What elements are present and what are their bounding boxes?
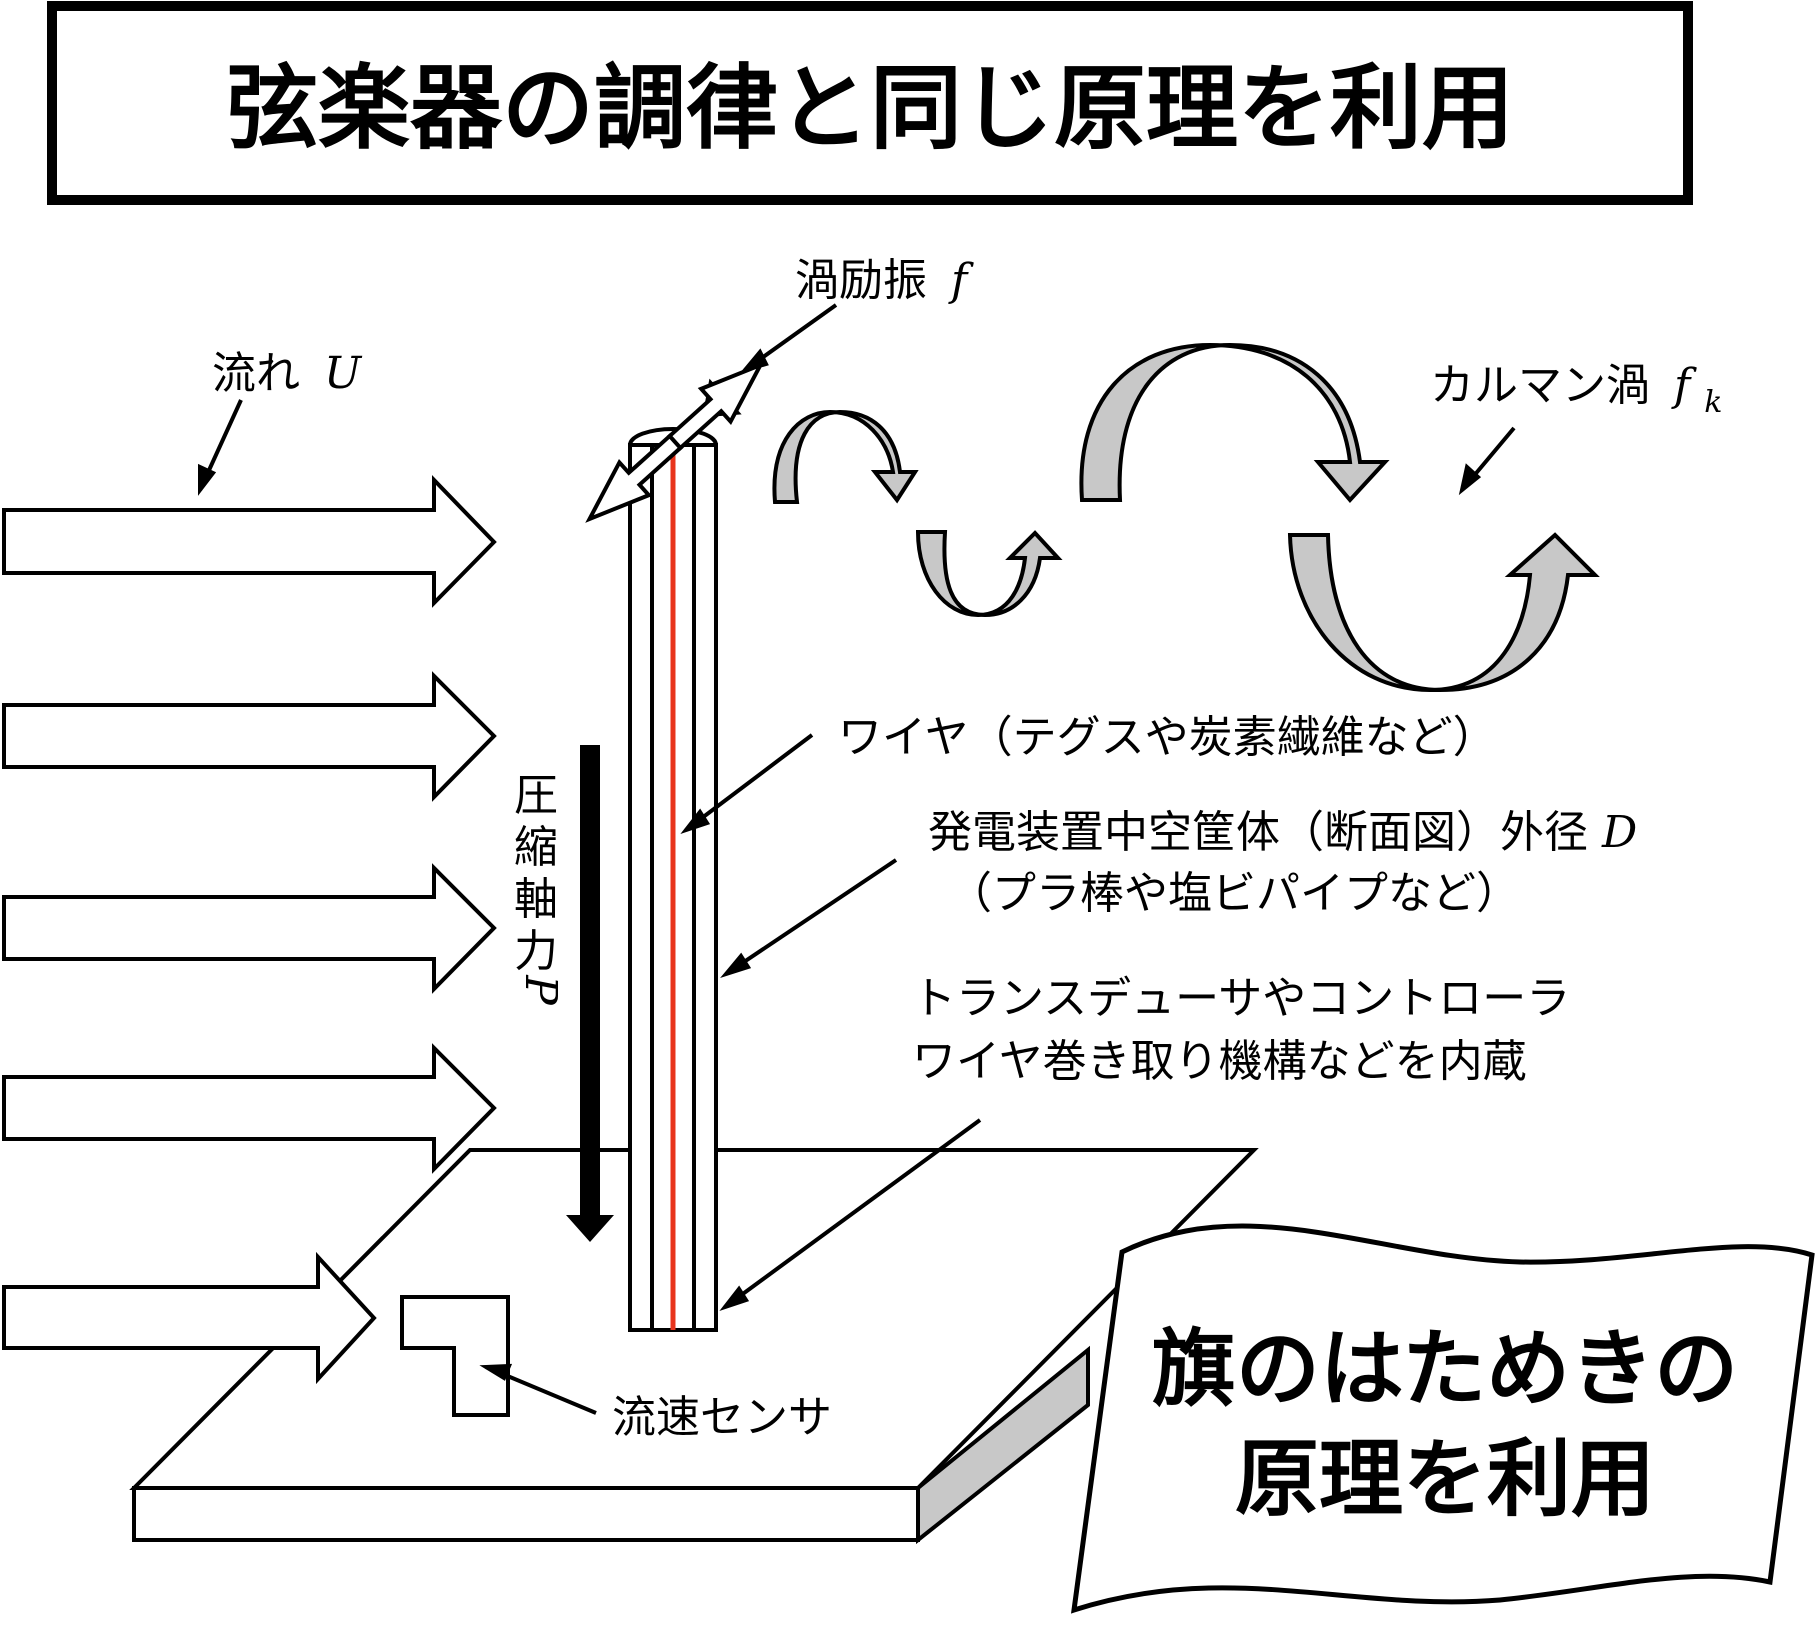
flow-arrow <box>2 863 497 994</box>
karman-vortex-top-small <box>772 409 919 504</box>
svg-text:縮: 縮 <box>514 822 558 873</box>
karman-vortex-bottom-small <box>915 530 1063 618</box>
label-housing-line1: 発電装置中空筐体（断面図）外径 D <box>928 807 1637 858</box>
label-internals-line1: トランスデューサやコントローラ <box>912 973 1570 1024</box>
title-text: 弦楽器の調律と同じ原理を利用 <box>226 55 1514 162</box>
label-vortex-excitation: 渦励振 f <box>795 255 974 306</box>
svg-text:力: 力 <box>514 926 558 977</box>
flow-arrow <box>2 1043 497 1174</box>
flow-arrow <box>2 1251 377 1385</box>
flag-banner: 旗のはためきの 原理を利用 <box>1070 1223 1815 1614</box>
karman-vortex-bottom-large <box>1287 532 1600 693</box>
pointer-lines <box>198 303 1516 1415</box>
generator-housing <box>628 427 718 1332</box>
flag-text-line1: 旗のはためきの <box>1152 1320 1738 1418</box>
label-wire: ワイヤ（テグスや炭素繊維など） <box>838 712 1497 763</box>
label-flow: 流れ U <box>212 348 363 399</box>
svg-text:圧: 圧 <box>514 770 558 821</box>
axial-force-arrow <box>566 745 614 1242</box>
svg-text:P: P <box>515 974 566 1006</box>
vortex-excitation-arrow <box>585 361 765 523</box>
svg-text:軸: 軸 <box>514 874 558 925</box>
flow-arrows <box>2 475 497 1385</box>
label-internals-line2: ワイヤ巻き取り機構などを内蔵 <box>912 1036 1527 1087</box>
title-box: 弦楽器の調律と同じ原理を利用 <box>47 1 1693 205</box>
flow-arrow <box>2 475 497 608</box>
flow-sensor-shape <box>400 1295 510 1417</box>
karman-vortex-top-large <box>1079 342 1390 504</box>
flow-arrow <box>2 671 497 802</box>
label-flow-sensor: 流速センサ <box>612 1392 832 1443</box>
label-axial-force: 圧 縮 軸 力 P <box>514 770 566 1006</box>
label-housing-line2: （プラ棒や塩ビパイプなど） <box>948 868 1520 919</box>
flag-text-line2: 原理を利用 <box>1235 1430 1655 1528</box>
label-karman-vortex: カルマン渦 f k <box>1430 360 1722 420</box>
